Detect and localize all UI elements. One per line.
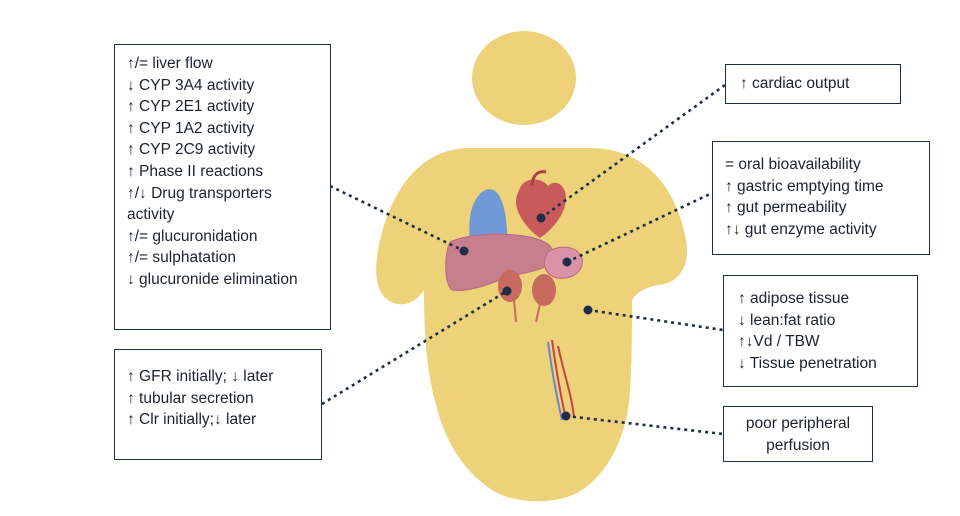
kidney-box: ↑ GFR initially; ↓ later ↑ tubular secre… xyxy=(114,349,322,460)
leader-cardiac xyxy=(540,83,726,220)
liver-line: ↓ CYP 3A4 activity xyxy=(127,76,255,94)
dot-heart xyxy=(536,213,546,223)
adipose-line: ↓ Tissue penetration xyxy=(738,354,877,372)
kidney-line: ↑ tubular secretion xyxy=(127,389,254,407)
leader-adipose xyxy=(587,308,724,332)
dot-stomach xyxy=(562,257,572,267)
liver-icon xyxy=(445,233,554,291)
adipose-line: ↓ lean:fat ratio xyxy=(738,311,836,329)
adipose-line: ↑ adipose tissue xyxy=(738,290,850,307)
heart-icon xyxy=(516,170,566,238)
leader-gut xyxy=(566,191,713,264)
kidney-line: ↑ Clr initially;↓ later xyxy=(127,411,257,429)
dot-liver xyxy=(459,246,469,256)
gut-line: ↑↓ gut enzyme activity xyxy=(725,220,877,238)
liver-box: ↑/= liver flow ↓ CYP 3A4 activity ↑ CYP … xyxy=(114,44,331,330)
kidney-line: ↑ GFR initially; ↓ later xyxy=(127,368,274,385)
dot-kidney xyxy=(502,286,512,296)
liver-line: ↑/↓ Drug transporters activity xyxy=(127,184,272,224)
liver-line: ↑/= glucuronidation xyxy=(127,227,258,245)
leader-kidney xyxy=(321,289,508,406)
gut-line: = oral bioavailability xyxy=(725,156,861,173)
liver-line: ↓ glucuronide elimination xyxy=(127,270,298,288)
liver-line: ↑ CYP 2E1 activity xyxy=(127,98,255,116)
liver-line: ↑ CYP 1A2 activity xyxy=(127,119,255,137)
perfusion-line: perfusion xyxy=(766,436,830,454)
liver-line: ↑/= liver flow xyxy=(127,55,213,72)
leg-vessels-icon xyxy=(547,339,575,421)
dot-adipose xyxy=(583,305,593,315)
adipose-box: ↑ adipose tissue ↓ lean:fat ratio ↑↓Vd /… xyxy=(723,275,918,387)
liver-line: ↑/= sulphatation xyxy=(127,249,237,267)
cardiac-line: ↑ cardiac output xyxy=(740,75,850,92)
perfusion-box: poor peripheral perfusion xyxy=(723,406,873,462)
human-silhouette-icon xyxy=(376,31,688,502)
marker-dots xyxy=(459,213,593,421)
liver-line: ↑ Phase II reactions xyxy=(127,162,264,180)
lung-icon xyxy=(469,189,508,248)
perfusion-line: poor peripheral xyxy=(745,415,851,432)
cardiac-box: ↑ cardiac output xyxy=(725,64,901,104)
leader-perfusion xyxy=(565,414,724,436)
gut-box: = oral bioavailability ↑ gastric emptyin… xyxy=(712,141,930,255)
leader-lines xyxy=(321,83,726,436)
dot-leg xyxy=(561,411,571,421)
adipose-line: ↑↓Vd / TBW xyxy=(738,333,820,351)
liver-line: ↑ CYP 2C9 activity xyxy=(127,141,256,159)
gut-line: ↑ gastric emptying time xyxy=(725,177,884,195)
gut-line: ↑ gut permeability xyxy=(725,199,847,217)
